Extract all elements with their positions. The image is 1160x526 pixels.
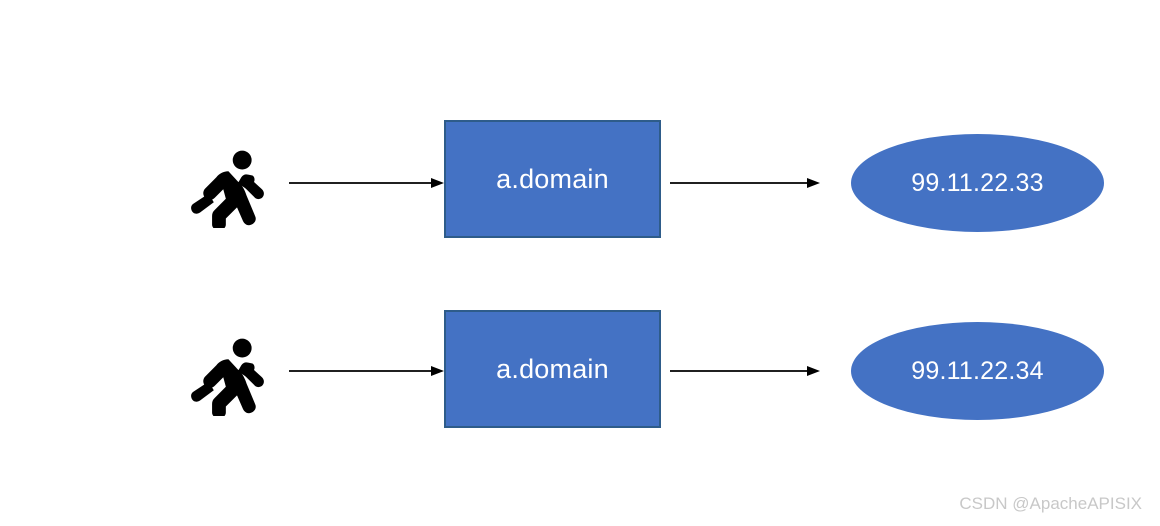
ip-ellipse-2[interactable]: 99.11.22.34 <box>851 322 1104 420</box>
arrow-domain-to-ip-1 <box>670 175 820 191</box>
arrow-client-to-domain-1 <box>289 175 444 191</box>
domain-box-label: a.domain <box>496 163 609 194</box>
domain-box-label: a.domain <box>496 353 609 384</box>
arrow-client-to-domain-2 <box>289 363 444 379</box>
domain-box-2[interactable]: a.domain <box>444 310 661 428</box>
watermark-text: CSDN @ApacheAPISIX <box>959 494 1142 513</box>
running-person-icon <box>188 330 274 416</box>
running-person-icon <box>188 142 274 228</box>
ip-ellipse-1[interactable]: 99.11.22.33 <box>851 134 1104 232</box>
arrow-domain-to-ip-2 <box>670 363 820 379</box>
ip-ellipse-label: 99.11.22.34 <box>911 356 1044 385</box>
domain-box-1[interactable]: a.domain <box>444 120 661 238</box>
ip-ellipse-label: 99.11.22.33 <box>911 168 1044 197</box>
